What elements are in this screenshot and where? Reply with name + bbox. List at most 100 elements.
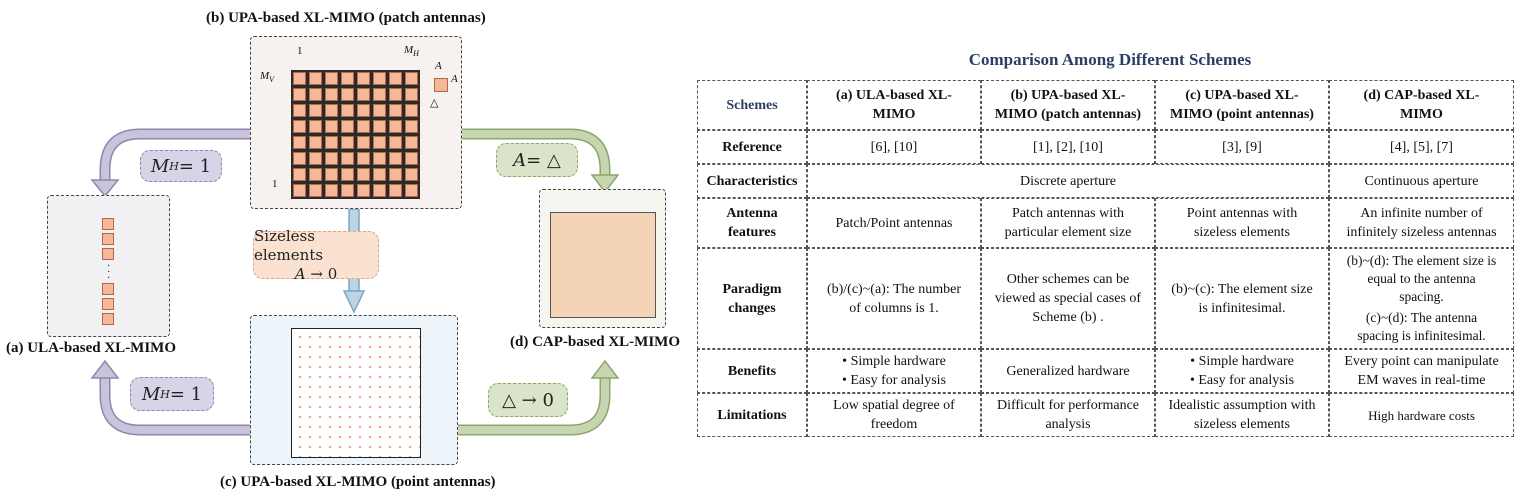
ula-element (102, 248, 114, 260)
patch-element (389, 168, 402, 181)
comparison-table: Schemes (a) ULA-based XL-MIMO (b) UPA-ba… (697, 80, 1514, 437)
caption-ula: (a) ULA-based XL-MIMO (6, 340, 176, 356)
cell-reference-d: [4], [5], [7] (1329, 130, 1514, 164)
pill-sizeless-elements: Sizeless elements A → 0 (253, 227, 379, 283)
header-scheme-c: (c) UPA-based XL-MIMO (point antennas) (1155, 80, 1329, 130)
patch-element (405, 104, 418, 117)
patch-element (389, 120, 402, 133)
point-antenna-grid (291, 328, 421, 458)
cell-reference-a: [6], [10] (807, 130, 981, 164)
row-label-limitations: Limitations (697, 393, 807, 437)
patch-element (357, 168, 370, 181)
patch-element (357, 88, 370, 101)
row-label-reference: Reference (697, 130, 807, 164)
caption-upa-point: (c) UPA-based XL-MIMO (point antennas) (220, 474, 496, 490)
arrow-b-to-d (462, 130, 609, 175)
header-scheme-a: (a) ULA-based XL-MIMO (807, 80, 981, 130)
cell-reference-c: [3], [9] (1155, 130, 1329, 164)
patch-element (373, 104, 386, 117)
diagram-arrows (90, 72, 620, 436)
patch-element (341, 184, 354, 197)
cell-benefits-b: Generalized hardware (981, 349, 1155, 393)
patch-element (341, 88, 354, 101)
pill-a-equals-delta: A = △ (496, 143, 578, 177)
patch-element (405, 152, 418, 165)
arrow-c-to-a (101, 378, 250, 434)
arrow-head-d-top (590, 174, 620, 194)
cell-benefits-a: • Simple hardware• Easy for analysis (807, 349, 981, 393)
patch-element (309, 152, 322, 165)
patch-element (309, 88, 322, 101)
table-row-reference: Reference [6], [10] [1], [2], [10] [3], … (697, 130, 1514, 164)
patch-element (373, 168, 386, 181)
patch-element (405, 184, 418, 197)
patch-element-detail (434, 78, 448, 92)
cell-benefits-c: • Simple hardware• Easy for analysis (1155, 349, 1329, 393)
patch-element (373, 88, 386, 101)
patch-element (373, 120, 386, 133)
table-row-characteristics: Characteristics Discrete aperture Contin… (697, 164, 1514, 198)
header-scheme-b: (b) UPA-based XL-MIMO (patch antennas) (981, 80, 1155, 130)
patch-element (325, 72, 338, 85)
arrow-head-d-bottom (590, 359, 620, 379)
patch-element (389, 184, 402, 197)
patch-element (325, 184, 338, 197)
patch-element (405, 88, 418, 101)
patch-element (325, 168, 338, 181)
patch-element (341, 168, 354, 181)
patch-element (293, 120, 306, 133)
table-row-benefits: Benefits • Simple hardware• Easy for ana… (697, 349, 1514, 393)
patch-element (389, 136, 402, 149)
ula-element (102, 233, 114, 245)
patch-element (373, 136, 386, 149)
cell-limitations-d: High hardware costs (1329, 393, 1514, 437)
header-schemes: Schemes (697, 80, 807, 130)
patch-element (309, 104, 322, 117)
patch-element (341, 104, 354, 117)
table-row-header: Schemes (a) ULA-based XL-MIMO (b) UPA-ba… (697, 80, 1514, 130)
ula-element (102, 313, 114, 325)
header-scheme-d: (d) CAP-based XL-MIMO (1329, 80, 1514, 130)
patch-element (389, 104, 402, 117)
patch-element (325, 152, 338, 165)
patch-antenna-panel (250, 36, 462, 209)
patch-element (309, 136, 322, 149)
arrow-b-to-c (342, 290, 366, 314)
label-row-1: 1 (272, 178, 278, 190)
patch-element (405, 168, 418, 181)
ula-element (102, 298, 114, 310)
patch-element (373, 152, 386, 165)
patch-element (325, 120, 338, 133)
cell-antenna-a: Patch/Point antennas (807, 198, 981, 248)
patch-element (293, 72, 306, 85)
label-mv: MV (260, 70, 275, 85)
cap-panel (539, 189, 666, 328)
patch-element (357, 120, 370, 133)
patch-element (293, 136, 306, 149)
row-label-benefits: Benefits (697, 349, 807, 393)
patch-element (293, 104, 306, 117)
label-element-size-top: A (435, 60, 442, 72)
patch-element (325, 136, 338, 149)
patch-element (405, 72, 418, 85)
cell-reference-b: [1], [2], [10] (981, 130, 1155, 164)
cell-characteristics-continuous: Continuous aperture (1329, 164, 1514, 198)
patch-element (309, 184, 322, 197)
patch-element (405, 120, 418, 133)
caption-cap: (d) CAP-based XL-MIMO (510, 334, 680, 350)
ula-element (102, 218, 114, 230)
